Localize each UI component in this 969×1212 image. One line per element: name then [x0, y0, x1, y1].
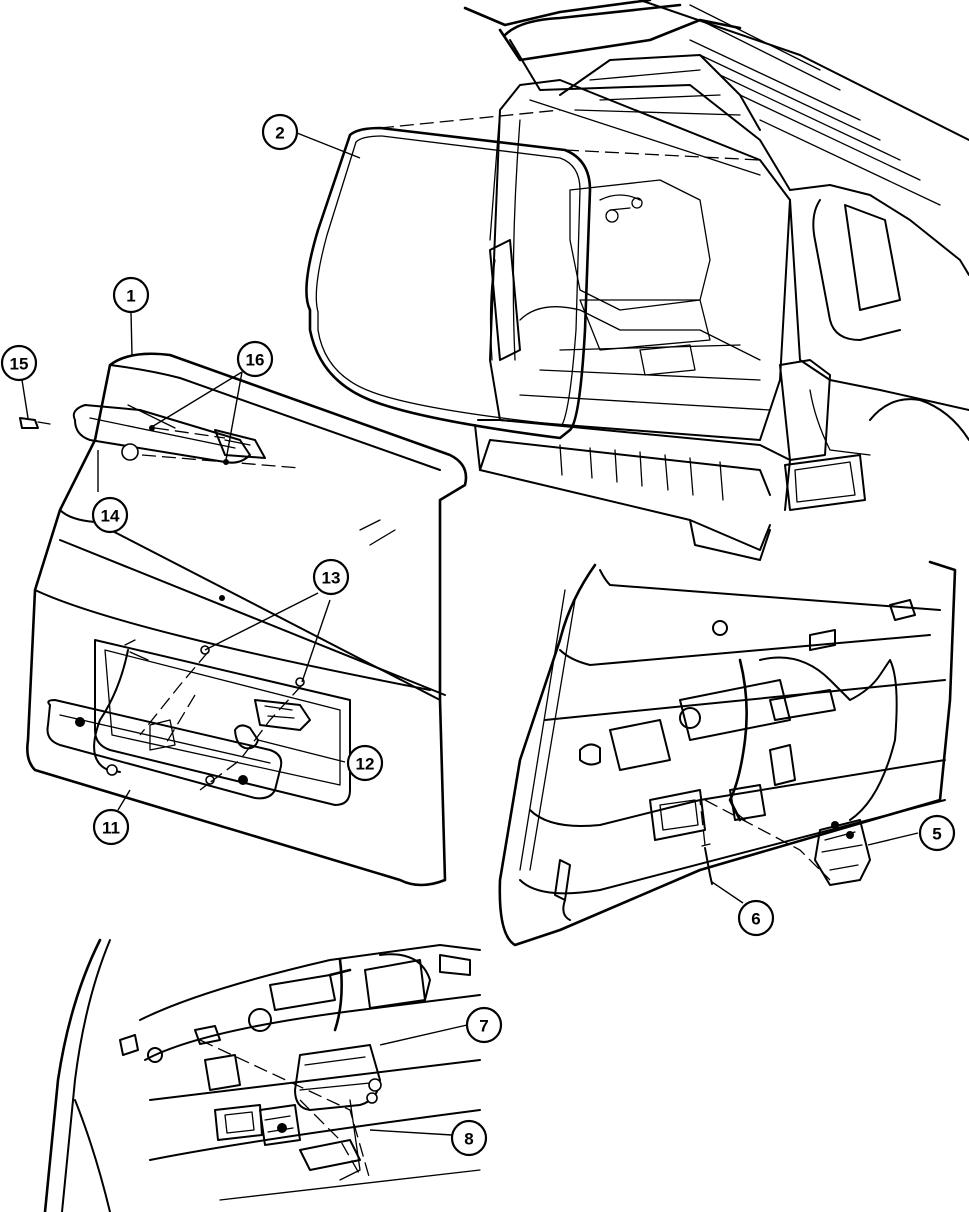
applique-bar [46, 699, 283, 800]
callout-8: 8 [450, 1119, 488, 1157]
callout-13-label: 12 [356, 755, 375, 774]
callout-11: 11 [92, 808, 130, 846]
callout-7-label: 7 [479, 1017, 488, 1036]
callout-12-label: 13 [322, 569, 341, 588]
callout-15: 15 [0, 344, 38, 382]
callout-2: 2 [261, 113, 299, 151]
screw-fastener [19, 417, 39, 429]
callout-16: 16 [236, 340, 274, 378]
callout-5: 5 [918, 814, 956, 852]
liftgate-lower-detail-view [43, 938, 481, 1212]
callout-1-label: 1 [126, 287, 135, 306]
leader-lines [21, 132, 919, 1136]
liftgate-latch [814, 819, 871, 886]
liftgate-interior-view [498, 560, 957, 947]
callout-1: 1 [112, 276, 150, 314]
release-switch [259, 1104, 301, 1146]
callout-14: 14 [91, 496, 129, 534]
weatherseal-strip [305, 126, 592, 440]
callout-6-label: 6 [751, 910, 760, 929]
callout-7: 7 [465, 1006, 503, 1044]
liftgate-exterior-view [19, 352, 468, 887]
callout-2-label: 2 [275, 124, 284, 143]
callout-16-label: 16 [246, 351, 265, 370]
latch-switch [234, 724, 259, 750]
callout-6: 6 [737, 899, 775, 937]
center-high-mount-stop-lamp [72, 404, 251, 464]
latch-screw [704, 847, 713, 885]
vehicle-rear-view [305, 0, 969, 561]
callout-5-label: 5 [932, 825, 941, 844]
callout-14-label: 14 [101, 507, 120, 526]
callout-8-label: 8 [464, 1130, 473, 1149]
callout-13: 12 [346, 744, 384, 782]
callout-12: 13 [312, 558, 350, 596]
callout-11-label: 11 [102, 819, 120, 838]
callout-15-label: 15 [10, 355, 29, 374]
